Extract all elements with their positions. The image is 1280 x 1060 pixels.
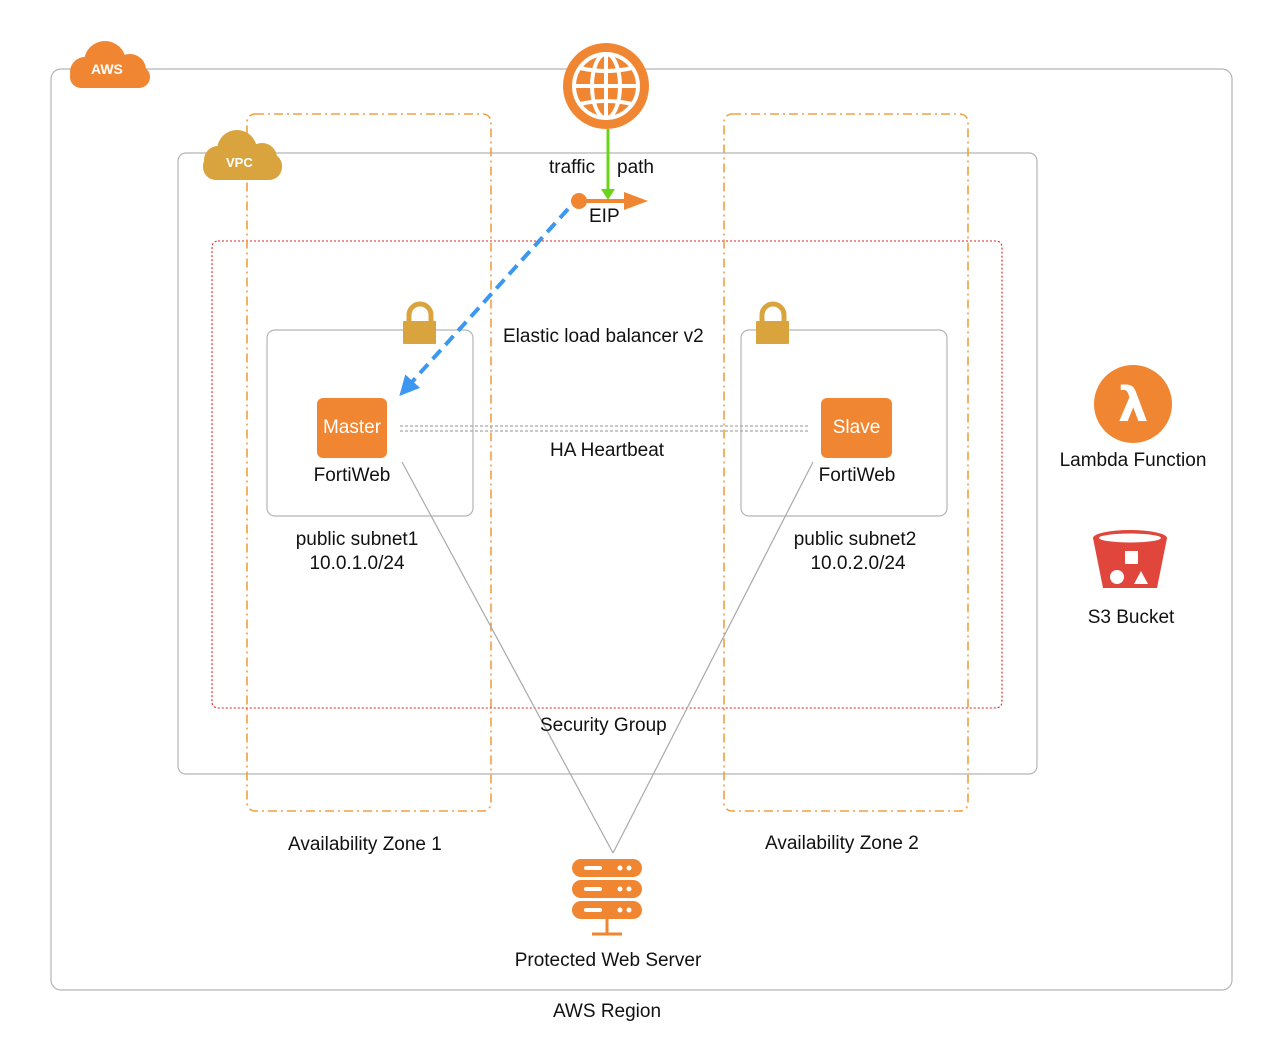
master-to-server-link <box>401 461 614 854</box>
master-fortiweb-node[interactable]: Master <box>317 398 387 458</box>
lock-icon-subnet2 <box>756 301 789 344</box>
eip-icon <box>571 192 648 210</box>
master-product-label: FortiWeb <box>313 465 391 486</box>
subnet2-cidr: 10.0.2.0/24 <box>810 553 906 574</box>
protected-web-server-label: Protected Web Server <box>514 950 702 971</box>
lambda-function-label: Lambda Function <box>1059 450 1207 471</box>
slave-to-server-link <box>612 461 814 854</box>
traffic-path-arrow <box>601 129 615 200</box>
public-subnet1-frame <box>266 329 474 517</box>
slave-fortiweb-node[interactable]: Slave <box>821 398 892 458</box>
ha-heartbeat-label: HA Heartbeat <box>550 440 665 461</box>
aws-cloud-icon <box>70 41 150 88</box>
master-node-label: Master <box>322 417 382 438</box>
subnet1-name: public subnet1 <box>295 529 419 550</box>
globe-icon <box>563 43 649 129</box>
availability-zone-1-frame <box>246 113 492 812</box>
public-subnet2-frame <box>740 329 948 517</box>
slave-product-label: FortiWeb <box>818 465 896 486</box>
security-group-frame <box>211 240 1003 709</box>
aws-badge-label: AWS <box>91 61 123 77</box>
eip-label: EIP <box>589 206 620 227</box>
s3-bucket-icon <box>1093 530 1167 588</box>
security-group-label: Security Group <box>540 715 667 736</box>
server-icon <box>572 859 642 936</box>
load-balancer-label: Elastic load balancer v2 <box>503 326 704 347</box>
svg-text:λ: λ <box>1118 377 1148 433</box>
subnet2-name: public subnet2 <box>793 529 917 550</box>
availability-zone-2-label: Availability Zone 2 <box>765 833 919 854</box>
traffic-path-label-word2: path <box>617 157 654 178</box>
traffic-path-label-word1: traffic <box>549 157 596 178</box>
s3-bucket-label: S3 Bucket <box>1087 607 1175 628</box>
ha-heartbeat-link <box>400 425 808 432</box>
aws-region-label: AWS Region <box>552 1001 662 1022</box>
eip-to-master-link <box>399 207 570 396</box>
lock-icon-subnet1 <box>403 301 436 344</box>
availability-zone-1-label: Availability Zone 1 <box>288 834 442 855</box>
subnet1-cidr: 10.0.1.0/24 <box>309 553 405 574</box>
slave-node-label: Slave <box>832 417 881 438</box>
availability-zone-2-frame <box>723 113 969 812</box>
aws-region-frame <box>50 68 1233 991</box>
lambda-icon: λ <box>1094 365 1172 443</box>
vpc-cloud-icon <box>203 130 282 180</box>
vpc-badge-label: VPC <box>226 155 253 170</box>
